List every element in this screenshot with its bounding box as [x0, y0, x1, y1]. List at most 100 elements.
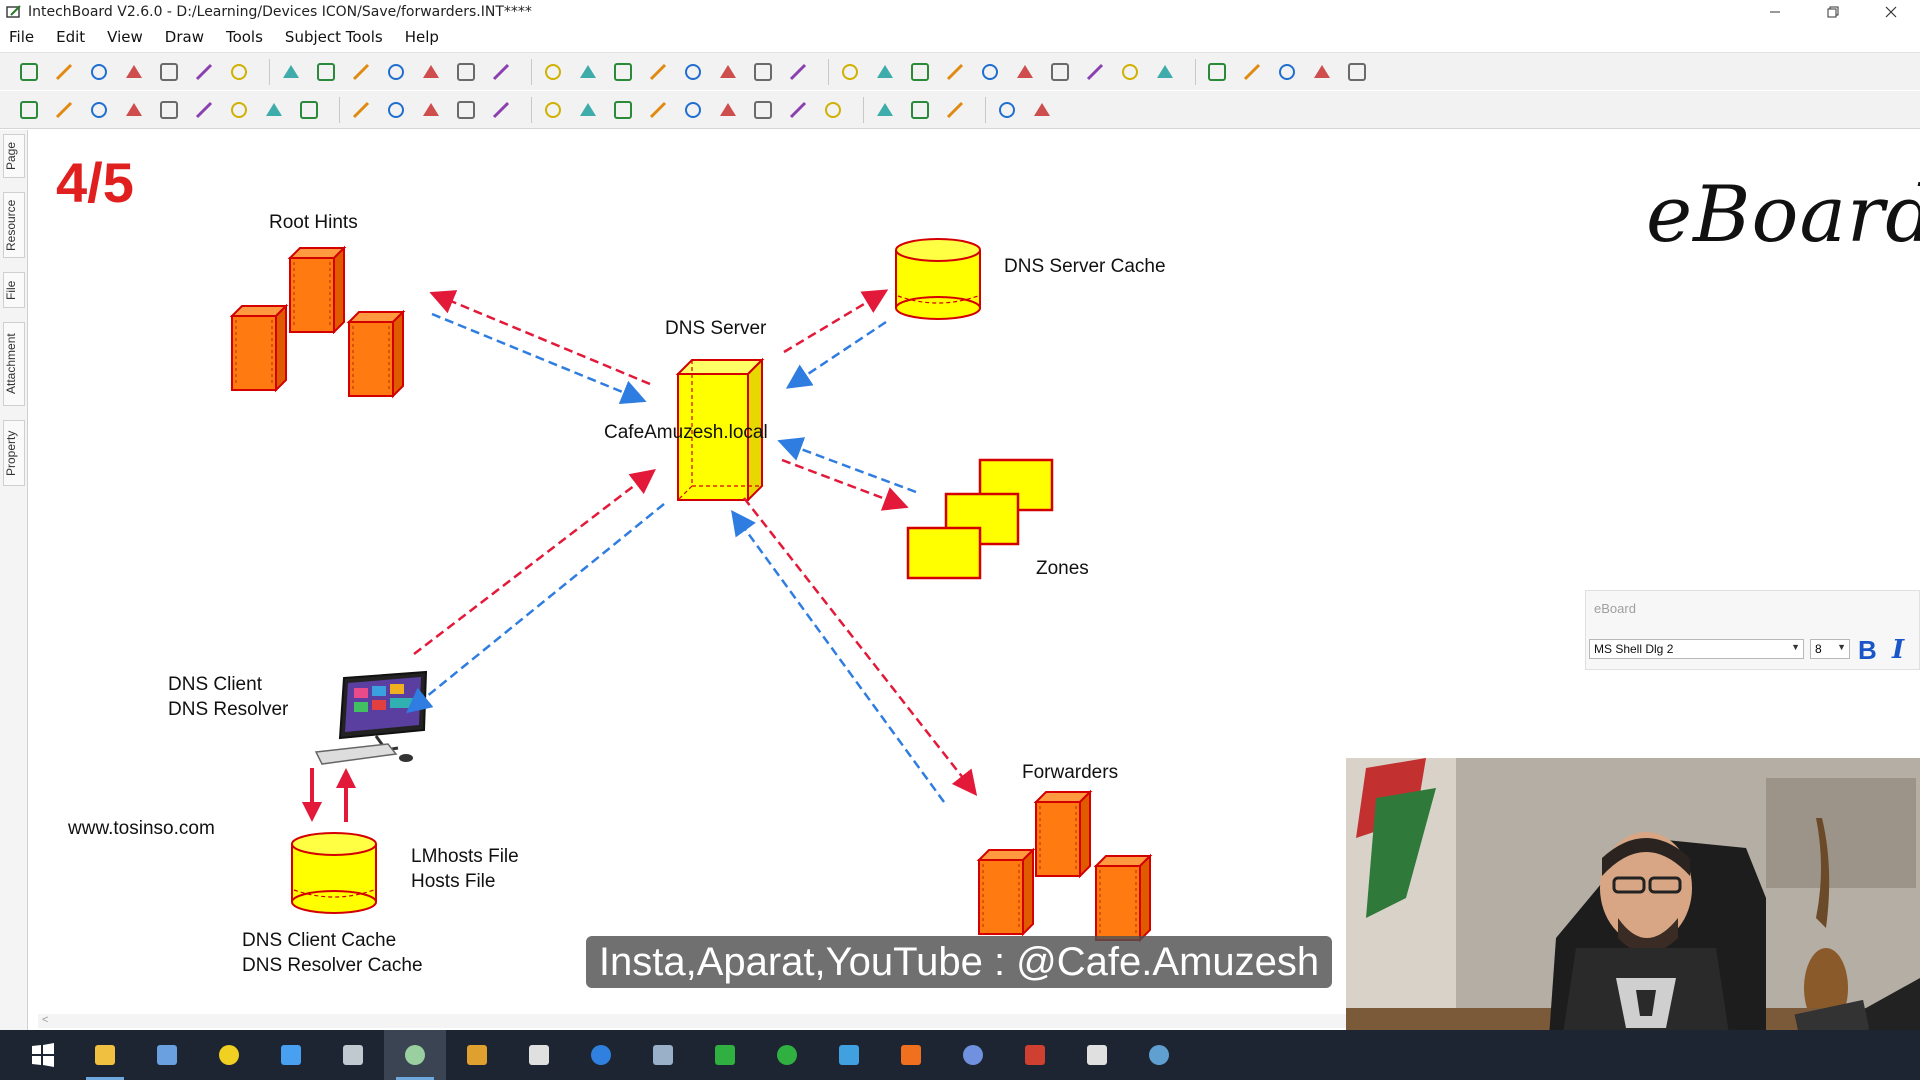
screen-app-icon[interactable] — [818, 1030, 880, 1080]
ruler-icon[interactable] — [418, 97, 444, 123]
bold-button[interactable]: B — [1858, 635, 1877, 665]
screen-share-icon[interactable] — [1082, 59, 1108, 85]
pencil-icon[interactable] — [645, 97, 671, 123]
export-icon[interactable] — [226, 59, 252, 85]
redo-icon[interactable] — [313, 59, 339, 85]
scroll-left-icon[interactable]: < — [42, 1014, 49, 1026]
side-tab-resource[interactable]: Resource — [3, 192, 25, 258]
close-button[interactable] — [1862, 0, 1920, 24]
restore-button[interactable] — [1804, 0, 1862, 24]
menu-help[interactable]: Help — [404, 28, 439, 46]
browser-blue-icon[interactable] — [260, 1030, 322, 1080]
side-tab-attachment[interactable]: Attachment — [3, 322, 25, 406]
save-icon[interactable] — [121, 59, 147, 85]
text-input-placeholder[interactable]: eBoard — [1594, 601, 1636, 616]
app-pattern-icon[interactable] — [508, 1030, 570, 1080]
powerpoint-icon[interactable] — [1004, 1030, 1066, 1080]
display-app-icon[interactable] — [1128, 1030, 1190, 1080]
new-page-icon[interactable] — [16, 59, 42, 85]
screen-sync-icon[interactable] — [1117, 59, 1143, 85]
flask-icon[interactable] — [872, 97, 898, 123]
video-camera-icon[interactable] — [1274, 59, 1300, 85]
pin-icon[interactable] — [977, 59, 1003, 85]
menu-file[interactable]: File — [9, 28, 35, 46]
camtasia-green-icon[interactable] — [756, 1030, 818, 1080]
menu-view[interactable]: View — [107, 28, 143, 46]
undo-icon[interactable] — [278, 59, 304, 85]
menu-subject-tools[interactable]: Subject Tools — [284, 28, 383, 46]
fill-icon[interactable] — [296, 97, 322, 123]
marker-icon[interactable] — [191, 97, 217, 123]
magic-wand-icon[interactable] — [1309, 59, 1335, 85]
eraser-icon[interactable] — [86, 97, 112, 123]
copy-icon[interactable] — [383, 59, 409, 85]
chart-icon[interactable] — [994, 97, 1020, 123]
line-icon[interactable] — [121, 97, 147, 123]
font-size-select[interactable]: 8▼ — [1810, 639, 1850, 659]
set-square-icon[interactable] — [575, 97, 601, 123]
zoom-out-icon[interactable] — [610, 59, 636, 85]
save-as-icon[interactable] — [156, 59, 182, 85]
firefox-icon[interactable] — [880, 1030, 942, 1080]
windows-start-icon[interactable] — [12, 1030, 74, 1080]
menu-tools[interactable]: Tools — [225, 28, 263, 46]
side-tab-file[interactable]: File — [3, 272, 25, 308]
zoom-in-icon[interactable] — [645, 59, 671, 85]
monitor-app-icon[interactable] — [136, 1030, 198, 1080]
paste-special-icon[interactable] — [453, 59, 479, 85]
font-family-select[interactable]: MS Shell Dlg 2▼ — [1589, 639, 1804, 659]
bring-forward-icon[interactable] — [750, 59, 776, 85]
delete-icon[interactable] — [488, 59, 514, 85]
camtasia-icon[interactable] — [694, 1030, 756, 1080]
3d-box-icon[interactable] — [1152, 59, 1178, 85]
screen-icon[interactable] — [837, 59, 863, 85]
network-tool-icon[interactable] — [632, 1030, 694, 1080]
balance-icon[interactable] — [942, 97, 968, 123]
menu-draw[interactable]: Draw — [164, 28, 204, 46]
monitor-icon[interactable] — [1012, 59, 1038, 85]
rectangle-icon[interactable] — [453, 97, 479, 123]
network-icon[interactable] — [1047, 59, 1073, 85]
sqrt-icon[interactable] — [785, 97, 811, 123]
minimize-button[interactable] — [1746, 0, 1804, 24]
side-tab-page[interactable]: Page — [3, 134, 25, 178]
protractor-icon[interactable] — [610, 97, 636, 123]
email-icon[interactable] — [191, 59, 217, 85]
chrome-icon[interactable] — [446, 1030, 508, 1080]
record-icon[interactable] — [872, 59, 898, 85]
move-up-icon[interactable] — [680, 59, 706, 85]
steam-icon[interactable] — [322, 1030, 384, 1080]
send-backward-icon[interactable] — [785, 59, 811, 85]
shape-icon[interactable] — [383, 97, 409, 123]
rotate-icon[interactable] — [348, 97, 374, 123]
new-file-icon[interactable] — [51, 59, 77, 85]
pen-icon[interactable] — [51, 97, 77, 123]
triangle-icon[interactable] — [540, 97, 566, 123]
paste-icon[interactable] — [418, 59, 444, 85]
signature-icon[interactable] — [1344, 59, 1370, 85]
settings-icon[interactable] — [1066, 1030, 1128, 1080]
red-pen-icon[interactable] — [156, 97, 182, 123]
graph-axes-icon[interactable] — [1029, 97, 1055, 123]
menu-edit[interactable]: Edit — [56, 28, 86, 46]
calculator-icon[interactable] — [1204, 59, 1230, 85]
intechboard-icon[interactable] — [384, 1030, 446, 1080]
highlighter-icon[interactable] — [226, 97, 252, 123]
open-folder-icon[interactable] — [86, 59, 112, 85]
compass-icon[interactable] — [715, 97, 741, 123]
sticky-notes-icon[interactable] — [198, 1030, 260, 1080]
cut-icon[interactable] — [348, 59, 374, 85]
camera-icon[interactable] — [907, 59, 933, 85]
3d-shape-icon[interactable] — [488, 97, 514, 123]
remote-icon[interactable] — [942, 1030, 1004, 1080]
molecule-icon[interactable] — [820, 97, 846, 123]
axis-icon[interactable] — [750, 97, 776, 123]
globe-icon[interactable] — [1239, 59, 1265, 85]
file-explorer-icon[interactable] — [74, 1030, 136, 1080]
fit-width-icon[interactable] — [575, 59, 601, 85]
move-down-icon[interactable] — [715, 59, 741, 85]
italic-button[interactable]: I — [1892, 635, 1905, 665]
photoshop-icon[interactable] — [570, 1030, 632, 1080]
select-arrow-icon[interactable] — [16, 97, 42, 123]
yellow-pencil-icon[interactable] — [680, 97, 706, 123]
